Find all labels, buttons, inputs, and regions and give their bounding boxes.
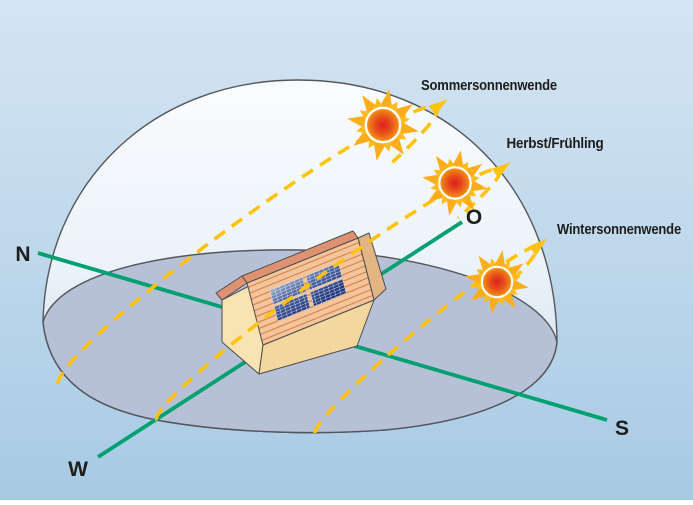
sun-path-arrows — [428, 99, 547, 256]
label-summer-solstice: Sommersonnenwende — [421, 78, 557, 94]
label-compass-north: N — [15, 243, 30, 266]
sun-path-winter — [313, 244, 540, 434]
arrow-summer — [428, 99, 448, 116]
label-compass-south: S — [615, 417, 629, 440]
house — [215, 231, 387, 375]
arrow-equinox — [491, 162, 511, 179]
roof-slope — [247, 238, 374, 345]
label-compass-east: O — [466, 206, 482, 229]
arrow-winter — [528, 238, 547, 256]
label-equinox: Herbst/Frühling — [507, 136, 604, 152]
label-compass-west: W — [68, 458, 88, 481]
roof-verge-cap — [215, 275, 248, 301]
label-winter-solstice: Wintersonnenwende — [557, 222, 681, 238]
